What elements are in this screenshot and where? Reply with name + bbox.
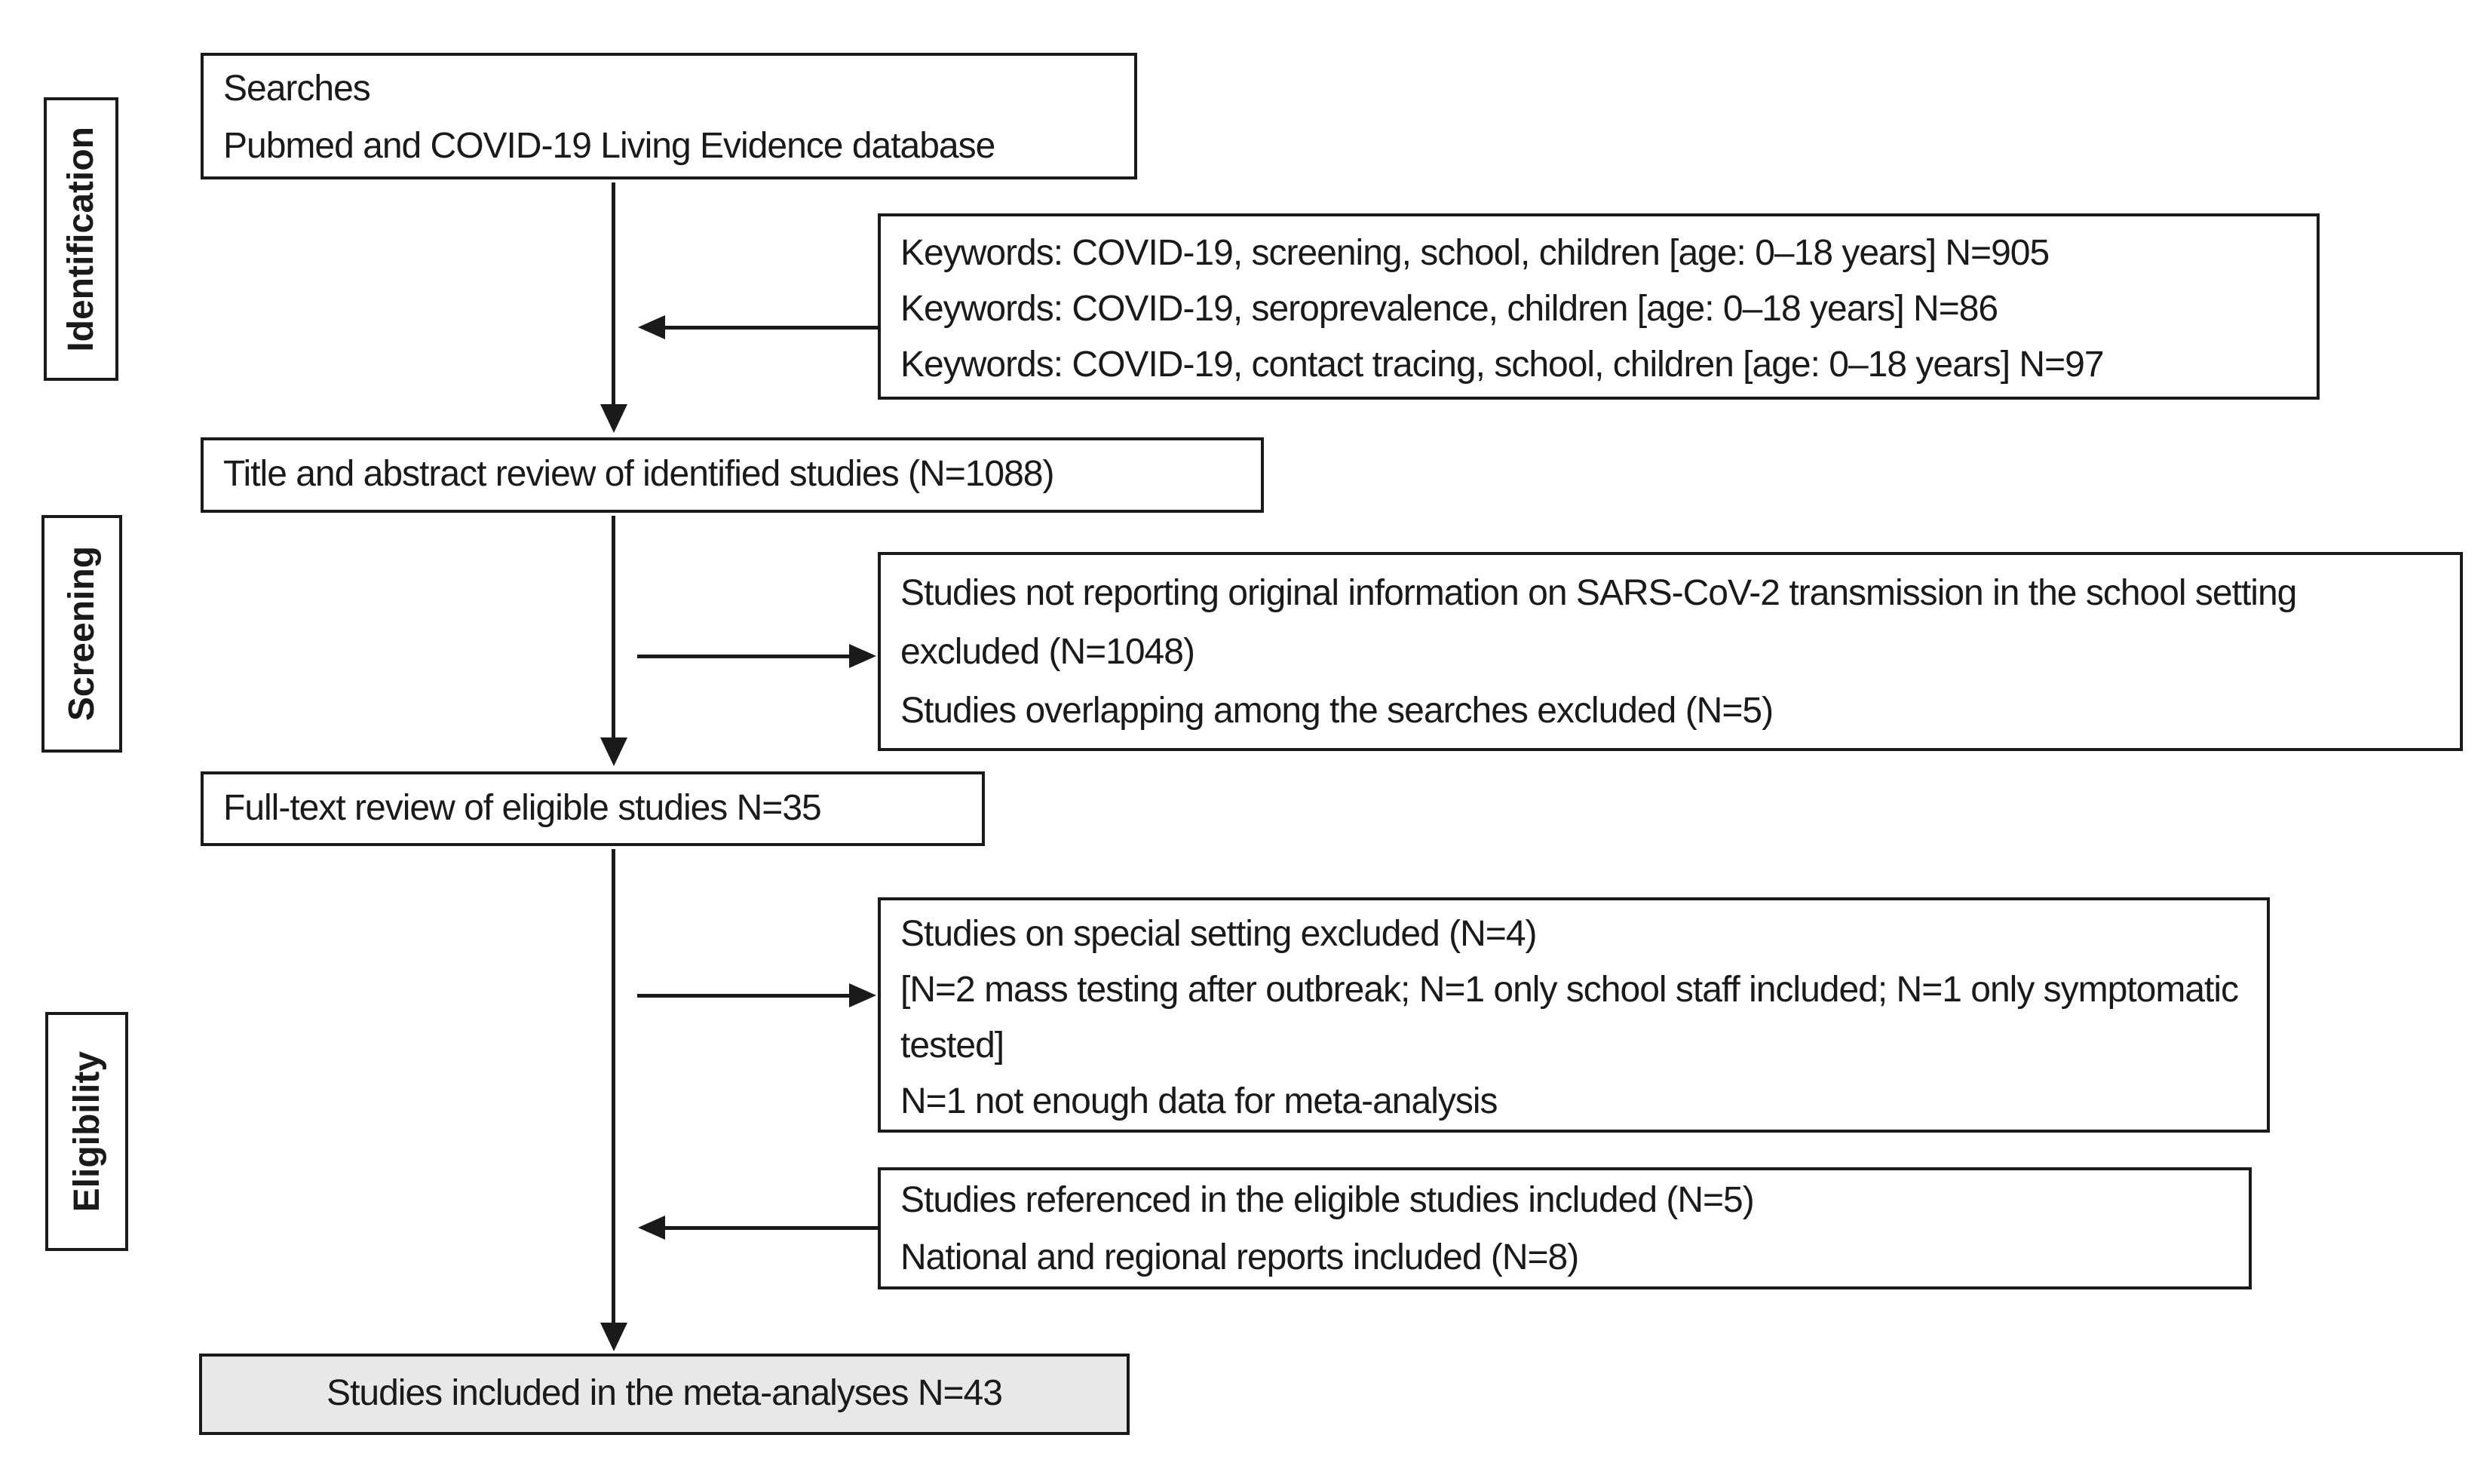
- arrow-flow-to-screening-exclusions-head: [849, 644, 876, 668]
- arrow-flow-to-eligibility-exclusions-head: [849, 983, 876, 1007]
- special-excluded-item-2: [N=2 mass testing after outbreak; N=1 on…: [900, 970, 2239, 1065]
- screening-excluded-item-1: Studies not reporting original informati…: [900, 573, 2297, 672]
- arrow-title-review-to-fulltext-line: [612, 516, 615, 739]
- searches-line-1: Searches: [223, 69, 371, 109]
- arrow-searches-to-title-review-line: [612, 182, 615, 406]
- included-final-text: Studies included in the meta-analyses N=…: [327, 1373, 1003, 1413]
- searches-line-2: Pubmed and COVID-19 Living Evidence data…: [223, 126, 995, 166]
- arrow-flow-to-eligibility-exclusions-line: [637, 994, 851, 998]
- stage-label-identification-text: Identification: [61, 126, 101, 352]
- box-additional-inclusions: Studies referenced in the eligible studi…: [878, 1167, 2252, 1289]
- box-included-final: Studies included in the meta-analyses N=…: [199, 1354, 1130, 1435]
- arrow-inclusions-into-flow-head: [638, 1216, 665, 1240]
- arrow-title-review-to-fulltext-head: [600, 737, 627, 766]
- fulltext-review-text: Full-text review of eligible studies N=3…: [223, 788, 822, 828]
- stage-label-identification: Identification: [44, 97, 118, 381]
- box-keywords: Keywords: COVID-19, screening, school, c…: [878, 213, 2320, 400]
- box-screening-exclusions: Studies not reporting original informati…: [878, 552, 2463, 751]
- special-excluded-item-1: Studies on special setting excluded (N=4…: [900, 914, 1538, 954]
- special-excluded-item-3: N=1 not enough data for meta-analysis: [900, 1081, 1498, 1121]
- referenced-included-item-1: Studies referenced in the eligible studi…: [900, 1180, 1755, 1220]
- arrow-searches-to-title-review-head: [600, 404, 627, 433]
- arrow-flow-to-screening-exclusions-line: [637, 655, 851, 658]
- keywords-line-1: Keywords: COVID-19, screening, school, c…: [900, 233, 2050, 273]
- arrow-fulltext-to-final-head: [600, 1323, 627, 1351]
- box-title-abstract-review: Title and abstract review of identified …: [201, 437, 1264, 513]
- box-eligibility-exclusions: Studies on special setting excluded (N=4…: [878, 897, 2270, 1133]
- arrow-keywords-into-flow-head: [638, 315, 665, 339]
- box-searches: Searches Pubmed and COVID-19 Living Evid…: [201, 53, 1137, 179]
- arrow-inclusions-into-flow-line: [664, 1226, 878, 1230]
- stage-label-eligibility: Eligibility: [45, 1012, 128, 1251]
- title-review-text: Title and abstract review of identified …: [223, 454, 1054, 494]
- referenced-included-item-2: National and regional reports included (…: [900, 1237, 1579, 1277]
- keywords-line-3: Keywords: COVID-19, contact tracing, sch…: [900, 345, 2105, 385]
- stage-label-eligibility-text: Eligibility: [66, 1050, 107, 1213]
- box-fulltext-review: Full-text review of eligible studies N=3…: [201, 771, 985, 846]
- arrow-keywords-into-flow-line: [664, 326, 878, 330]
- keywords-line-2: Keywords: COVID-19, seroprevalence, chil…: [900, 289, 1998, 329]
- screening-excluded-item-2: Studies overlapping among the searches e…: [900, 691, 1774, 731]
- stage-label-screening: Screening: [41, 515, 122, 753]
- arrow-fulltext-to-final-line: [612, 849, 615, 1324]
- stage-label-screening-text: Screening: [62, 546, 102, 722]
